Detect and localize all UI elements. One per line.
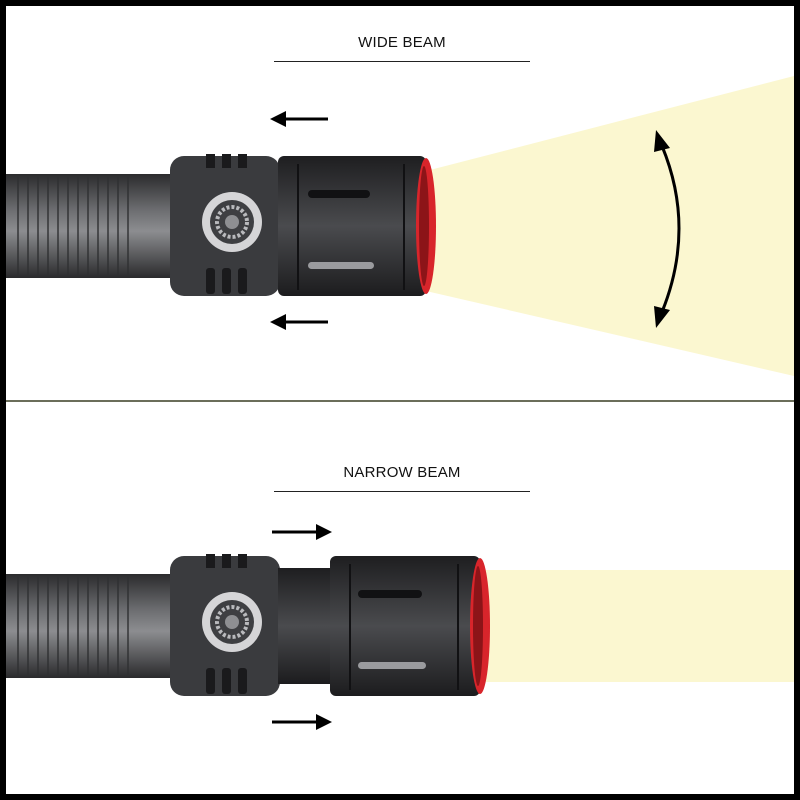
wide-beam-panel: WIDE BEAM xyxy=(6,6,794,400)
wide-beam-label-rule xyxy=(274,61,530,62)
narrow-beam-label: NARROW BEAM xyxy=(343,464,461,481)
narrow-beam-illustration xyxy=(6,524,794,730)
narrow-beam-panel: NARROW BEAM xyxy=(6,402,794,794)
tube-ribs xyxy=(17,576,129,676)
zoom-neck xyxy=(278,568,334,684)
wide-light-beam xyxy=(426,76,794,376)
curved-double-arrow-icon xyxy=(654,130,681,328)
flashlight-tube xyxy=(6,574,186,678)
arrow-right-icon xyxy=(272,524,332,540)
narrow-light-beam xyxy=(480,570,794,682)
arrow-left-icon xyxy=(270,111,328,127)
arrow-left-icon xyxy=(270,314,328,330)
narrow-beam-label-rule xyxy=(274,491,530,492)
power-button-icon xyxy=(202,192,262,252)
flashlight-tube xyxy=(6,174,186,278)
power-button-icon xyxy=(202,592,262,652)
wide-beam-illustration xyxy=(6,76,794,376)
tube-ribs xyxy=(17,176,129,276)
arrow-right-icon xyxy=(272,714,332,730)
panel-divider xyxy=(6,400,794,402)
wide-beam-label: WIDE BEAM xyxy=(358,34,446,51)
